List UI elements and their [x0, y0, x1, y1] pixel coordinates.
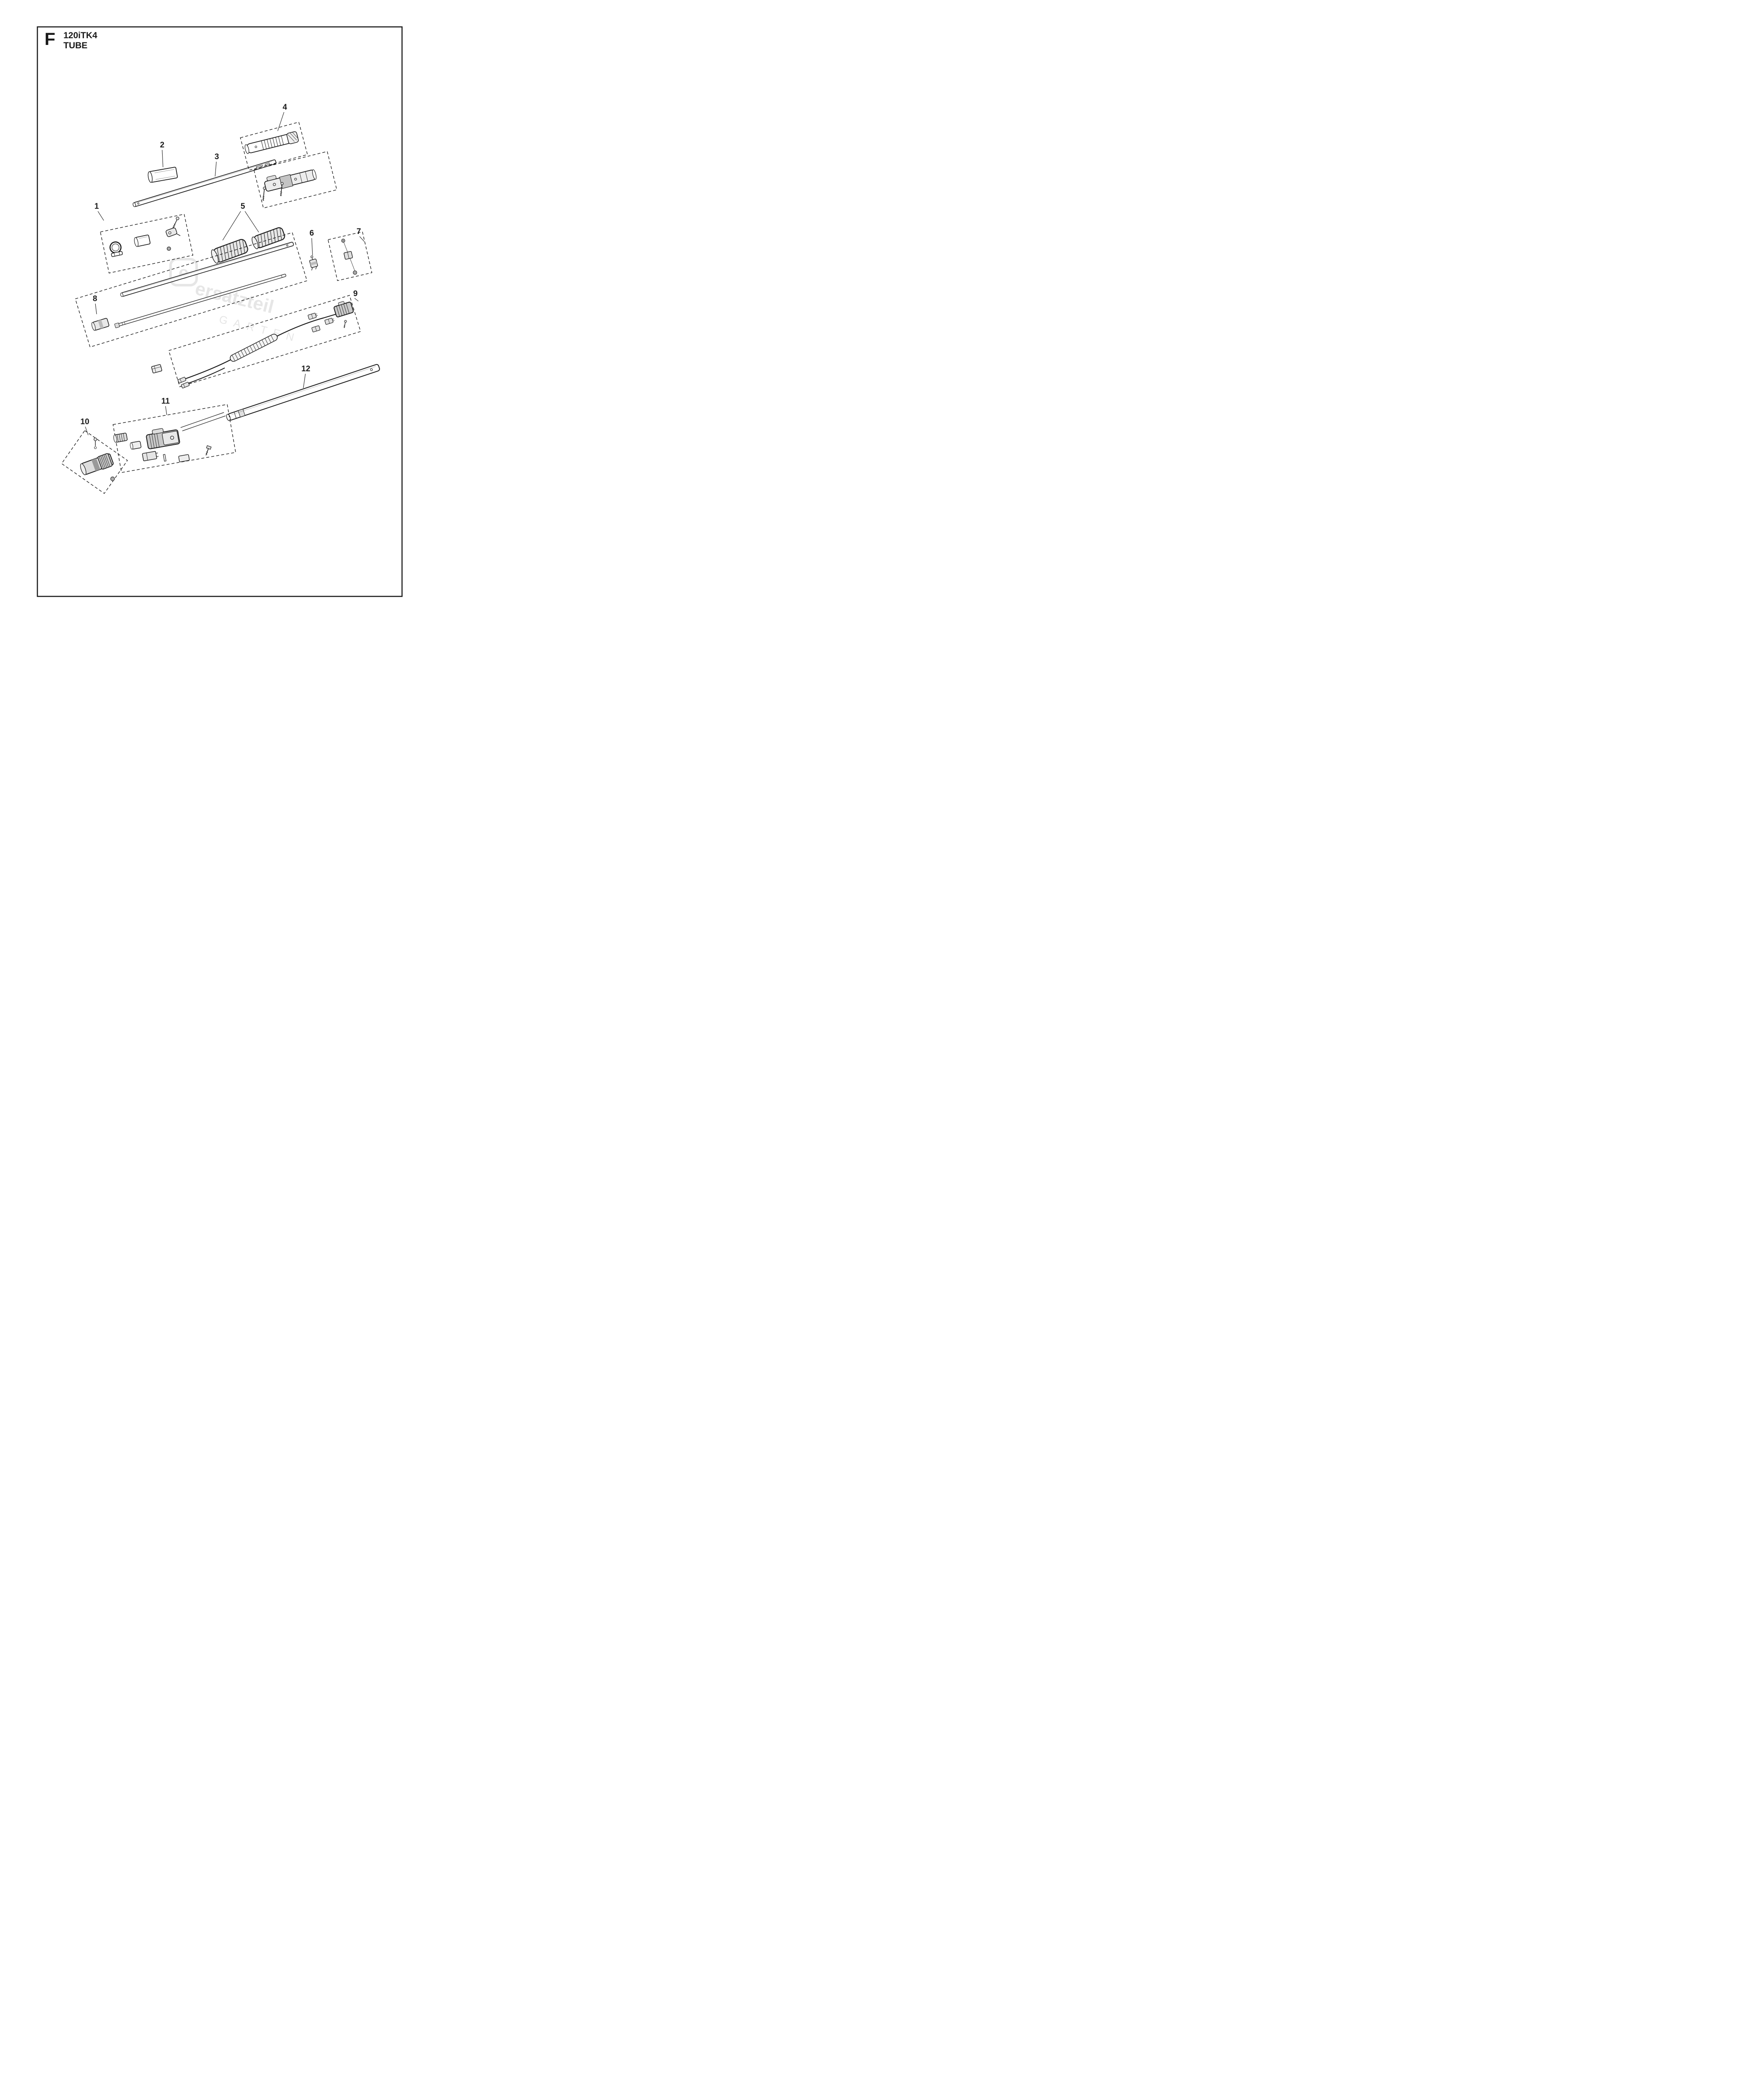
- part-11-coupler-body: [146, 428, 180, 449]
- part-8-leader: [95, 303, 97, 315]
- part-5-leader-right: [244, 211, 259, 233]
- part-9-box: [168, 295, 361, 387]
- part-12-tube: [226, 364, 380, 421]
- part-9-connector-small-3: [311, 325, 321, 333]
- part-1-screw: [172, 216, 179, 228]
- part-2-group: 2: [147, 141, 178, 183]
- part-1-leader: [97, 211, 104, 221]
- grip-ribs: [261, 136, 284, 150]
- part-9-terminal-1: [177, 377, 187, 383]
- part-1-nut: [167, 247, 171, 251]
- part-9-group: 9: [168, 289, 361, 388]
- part-9-connector-small-1: [308, 312, 318, 320]
- part-5-grip-right: [252, 227, 285, 249]
- part-4-label: 4: [283, 103, 287, 112]
- part-9-connector-small-2: [324, 318, 335, 325]
- part-4-box-lower: [253, 151, 337, 209]
- parts-catalog-page: F 120iTK4 TUBE e ersatzteil GARTEN 2: [0, 0, 441, 621]
- part-5-grip-left: [211, 239, 248, 264]
- part-9-leader: [354, 298, 359, 302]
- page-border: [37, 26, 403, 597]
- part-10-coupler: [80, 453, 114, 475]
- parts-diagram: F 120iTK4 TUBE e ersatzteil GARTEN 2: [37, 26, 403, 597]
- part-9-connector-block: [334, 301, 354, 318]
- section-letter: F: [45, 29, 55, 49]
- part-6-clip: [309, 255, 318, 270]
- part-10-group: 10: [61, 417, 128, 494]
- part-11-group: 11: [113, 397, 236, 473]
- part-4-screw-left: [262, 186, 266, 201]
- part-11-ribbed-sleeve: [113, 433, 128, 443]
- part-1-clamp: [109, 241, 123, 257]
- part-1-spacer-sleeve: [134, 234, 151, 247]
- part-8-group: 8: [75, 232, 308, 348]
- header: F 120iTK4 TUBE: [45, 29, 97, 50]
- part-2-sleeve: [147, 167, 178, 183]
- part-6-label: 6: [310, 229, 314, 238]
- part-6-group: 6: [309, 229, 318, 270]
- part-8-outer-tube: [120, 242, 294, 297]
- part-8-inner-shaft: [114, 273, 287, 328]
- part-4-handle-grip: [244, 131, 299, 154]
- sleeve-ribs: [231, 335, 274, 361]
- part-4-screw-right: [280, 182, 284, 196]
- part-5-group: 5: [211, 202, 285, 264]
- part-5-leader-left: [222, 211, 241, 241]
- part-10-screw: [93, 437, 97, 449]
- part-9-corrugated-sleeve: [230, 333, 278, 362]
- part-12-leader: [303, 373, 306, 388]
- part-10-washer: [110, 476, 115, 481]
- part-2-leader: [162, 150, 163, 168]
- part-11-bolt: [205, 445, 212, 456]
- part-11-label: 11: [161, 397, 170, 406]
- part-2-label: 2: [160, 141, 165, 150]
- part-11-connector: [142, 451, 159, 462]
- part-1-group: 1: [95, 202, 193, 273]
- grip-ribs: [258, 227, 282, 248]
- part-10-label: 10: [80, 417, 89, 426]
- part-1-box: [100, 214, 193, 273]
- part-11-bushing: [178, 454, 190, 462]
- part-11-leader: [165, 406, 167, 415]
- part-11-rod-2: [182, 415, 226, 431]
- part-4-group: 4: [240, 103, 337, 209]
- part-10-leader: [85, 426, 89, 436]
- part-9-loose-block: [151, 364, 162, 373]
- part-7-washer-bottom: [353, 270, 357, 275]
- part-7-spacer: [344, 251, 353, 260]
- part-3-tube: [132, 159, 276, 207]
- part-3-label: 3: [215, 152, 219, 161]
- section-title: TUBE: [63, 41, 87, 50]
- part-7-box: [327, 231, 373, 281]
- part-11-rod-1: [180, 412, 224, 428]
- part-3-leader: [215, 161, 217, 177]
- part-9-screw: [343, 320, 347, 328]
- part-12-group: 12: [226, 364, 380, 421]
- part-7-label: 7: [357, 227, 361, 236]
- part-9-label: 9: [353, 289, 358, 298]
- part-11-small-sleeve: [130, 441, 142, 450]
- model-number: 120iTK4: [63, 31, 97, 40]
- part-6-leader: [311, 238, 313, 256]
- part-9-wire-branch: [186, 368, 225, 384]
- part-4-throttle-body: [264, 169, 317, 192]
- part-8-label: 8: [93, 294, 97, 303]
- watermark-text-2: GARTEN: [218, 313, 302, 345]
- part-9-terminal-2: [181, 382, 190, 388]
- part-7-screw-top: [341, 239, 345, 243]
- part-12-label: 12: [301, 365, 310, 373]
- part-8-end-connector: [91, 318, 110, 331]
- part-11-box: [113, 404, 236, 473]
- part-4-leader: [277, 112, 284, 131]
- part-10-box: [61, 430, 128, 494]
- part-11-roll-pin: [163, 454, 167, 462]
- part-1-label: 1: [95, 202, 99, 211]
- part-5-label: 5: [241, 202, 245, 211]
- part-1-lever: [166, 227, 181, 237]
- part-3-group: 3: [132, 152, 276, 207]
- part-7-group: 7: [327, 227, 373, 281]
- part-7-leader: [359, 236, 365, 242]
